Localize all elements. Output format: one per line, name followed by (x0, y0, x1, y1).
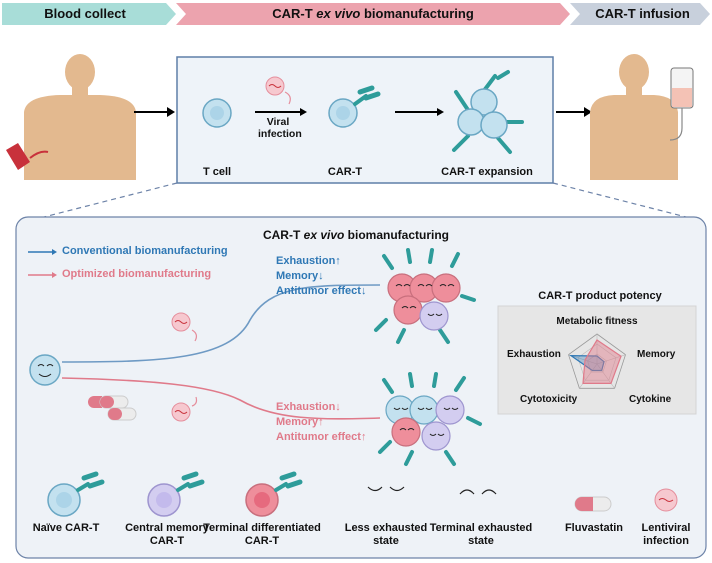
panel-virus-top (171, 312, 198, 342)
legend-fluvastatin-label: Fluvastatin (564, 522, 624, 534)
conventional-effects: Exhaustion↑ Memory↓ Antitumor effect↓ (276, 255, 367, 297)
legend-conventional-label: Conventional biomanufacturing (62, 245, 228, 257)
less-exhausted-cluster (378, 372, 482, 466)
legend-lentiviral-icon (654, 488, 678, 512)
starting-cell-icon (29, 354, 61, 386)
donor-silhouette (24, 54, 136, 180)
radar-conventional (569, 354, 605, 372)
legend-naive-icon (47, 471, 105, 517)
radar-label-cytokine: Cytokine (629, 394, 672, 405)
car-t-icon (328, 85, 381, 128)
banner-infusion-label: CAR-T infusion (595, 6, 690, 21)
legend-less-exhausted-icon (367, 486, 405, 492)
optimized-effects: Exhaustion↓ Memory↑ Antitumor effect↑ (276, 401, 367, 443)
legend-terminal-diff-label: Terminal differentiated CAR-T (203, 522, 321, 547)
label-viral-infection: Viral infection (258, 116, 302, 140)
t-cell-icon (202, 98, 232, 128)
legend-less-exhausted-label: Less exhausted state (344, 522, 428, 547)
patient-silhouette (590, 54, 678, 180)
fluvastatin-pills (88, 395, 137, 421)
conventional-curve (61, 284, 381, 363)
legend-terminal-exhausted-icon (459, 489, 497, 495)
legend-fluvastatin-icon (574, 496, 612, 512)
label-car-t-expansion: CAR-T expansion (441, 166, 533, 178)
radar-label-exhaustion: Exhaustion (507, 349, 561, 360)
radar-label-memory: Memory (637, 349, 676, 360)
legend-naive-label: Naïve CAR-T (32, 522, 100, 534)
exhausted-cluster (374, 248, 476, 344)
label-t-cell: T cell (202, 166, 232, 178)
potency-radar (568, 333, 626, 389)
banner-biomanufacturing-label: CAR-T ex vivo biomanufacturing (272, 6, 474, 21)
banner-arrows (2, 3, 710, 25)
legend-central-memory-icon (147, 471, 205, 517)
iv-bag-icon (669, 67, 694, 141)
legend-lentiviral-label: Lentiviral infection (641, 522, 691, 547)
potency-title: CAR-T product potency (538, 290, 662, 302)
panel-virus-bottom (171, 396, 198, 422)
blood-bag-icon (6, 143, 49, 170)
virus-icon (265, 76, 291, 105)
detail-title: CAR-T ex vivo biomanufacturing (262, 228, 450, 242)
optimized-curve (61, 377, 381, 420)
radar-label-metabolic: Metabolic fitness (556, 316, 638, 327)
legend-central-memory-label: Central memory CAR-T (125, 522, 209, 547)
legend-terminal-exhausted-label: Terminal exhausted state (429, 522, 533, 547)
banner-blood-collect-label: Blood collect (44, 6, 126, 21)
banner-biomanufacturing (176, 3, 570, 25)
radar-label-cytotoxicity: Cytotoxicity (520, 394, 578, 405)
radar-optimized (582, 339, 622, 384)
banner-infusion (570, 3, 710, 25)
label-car-t: CAR-T (327, 166, 363, 178)
legend-terminal-diff-icon (245, 471, 303, 517)
legend-optimized-label: Optimized biomanufacturing (62, 268, 212, 280)
banner-blood-collect (2, 3, 176, 25)
